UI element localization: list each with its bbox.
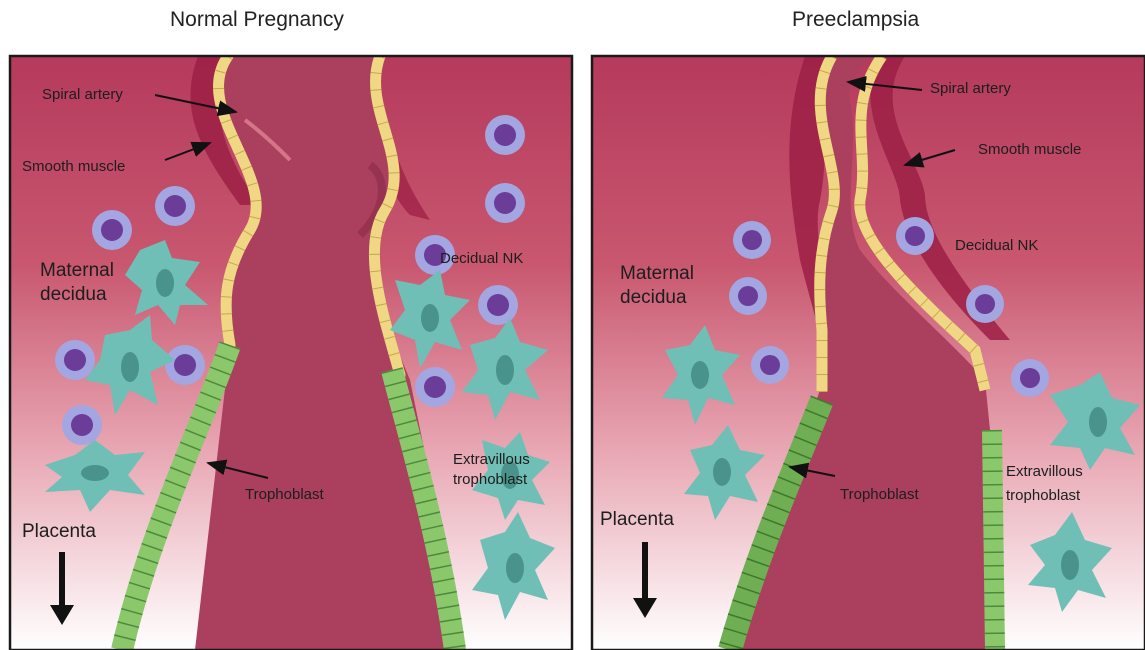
label-maternal-decidua-line2: decidua <box>620 287 687 308</box>
decidual-nk-cell <box>733 221 771 259</box>
decidual-nk-cell <box>896 217 934 255</box>
decidual-nk-cell <box>485 115 525 155</box>
label-maternal-decidua-line1: Maternal <box>620 263 694 284</box>
trophoblast-layer-right <box>992 430 995 650</box>
label-decidual-nk: Decidual NK <box>955 237 1038 254</box>
decidual-nk-cell <box>966 285 1004 323</box>
panel-preeclampsia: Spiral artery Smooth muscle Maternal dec… <box>592 56 1145 650</box>
label-trophoblast: Trophoblast <box>840 486 919 503</box>
decidual-nk-cell <box>415 367 455 407</box>
label-smooth-muscle: Smooth muscle <box>22 158 125 175</box>
decidual-nk-cell <box>729 277 767 315</box>
label-maternal-decidua-line1: Maternal <box>40 260 114 281</box>
label-spiral-artery: Spiral artery <box>42 86 123 103</box>
decidual-nk-cell <box>751 346 789 384</box>
decidual-nk-cell <box>165 345 205 385</box>
label-extravillous-line2: trophoblast <box>453 471 528 488</box>
decidual-nk-cell <box>1011 359 1049 397</box>
panel-normal-pregnancy: Spiral artery Smooth muscle Maternal dec… <box>10 56 572 650</box>
label-placenta: Placenta <box>600 509 674 530</box>
decidual-nk-cell <box>55 340 95 380</box>
decidual-nk-cell <box>155 186 195 226</box>
label-extravillous-line1: Extravillous <box>1006 463 1083 480</box>
decidual-nk-cell <box>62 405 102 445</box>
decidual-nk-cell <box>92 210 132 250</box>
label-placenta: Placenta <box>22 521 96 542</box>
label-extravillous-line2: trophoblast <box>1006 487 1081 504</box>
label-maternal-decidua-line2: decidua <box>40 284 107 305</box>
label-smooth-muscle: Smooth muscle <box>978 141 1081 158</box>
label-trophoblast: Trophoblast <box>245 486 324 503</box>
label-extravillous-line1: Extravillous <box>453 451 530 468</box>
decidual-nk-cell <box>485 183 525 223</box>
label-decidual-nk: Decidual NK <box>440 250 523 267</box>
decidual-nk-cell <box>478 285 518 325</box>
label-spiral-artery: Spiral artery <box>930 80 1011 97</box>
